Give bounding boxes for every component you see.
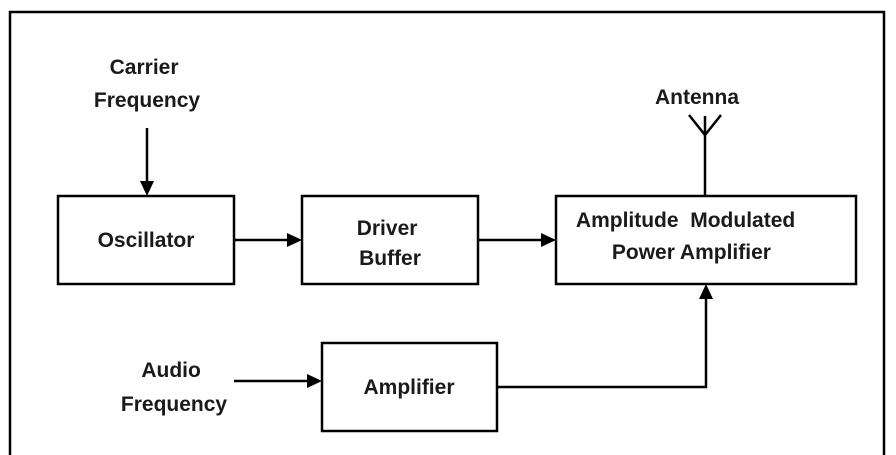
amplifier-label: Amplifier <box>363 376 454 399</box>
amplifier-block: Amplifier <box>320 341 499 433</box>
carrier-frequency-label: Carrier Frequency <box>94 56 201 112</box>
amplifier-to-am-power-amplifier-line <box>497 298 708 389</box>
am-power-amplifier-block: Amplitude Modulated Power Amplifier <box>554 194 858 286</box>
amplifier-to-am-power-amplifier-arrowhead <box>699 284 713 299</box>
antenna-left-prong <box>688 114 706 136</box>
am-power-amplifier-label-line-2: Power Amplifier <box>612 241 771 264</box>
carrier-frequency-label-line-1: Carrier <box>110 56 179 79</box>
carrier-to-oscillator-arrowhead <box>140 181 154 196</box>
driver-buffer-label-line-2: Buffer <box>359 247 421 270</box>
driver-buffer-label: Driver Buffer <box>357 217 424 270</box>
driver-to-am-power-amplifier-arrowhead <box>541 233 556 247</box>
am-power-amplifier-label: Amplitude Modulated Power Amplifier <box>576 209 836 264</box>
audio-frequency-label: Audio Frequency <box>121 359 228 416</box>
oscillator-to-driver-arrow <box>234 233 302 247</box>
am-power-amplifier-label-line-1: Amplitude Modulated <box>576 209 795 232</box>
oscillator-to-driver-arrowhead <box>287 233 302 247</box>
am-power-amplifier-box <box>554 194 858 286</box>
carrier-frequency-label-line-2: Frequency <box>94 89 201 112</box>
audio-to-amplifier-arrowhead <box>307 374 322 388</box>
driver-buffer-block: Driver Buffer <box>300 194 480 286</box>
antenna-label-line-1: Antenna <box>655 86 739 109</box>
audio-to-amplifier-arrow <box>234 374 322 388</box>
oscillator-block: Oscillator <box>56 194 236 286</box>
driver-buffer-box <box>300 194 480 286</box>
carrier-to-oscillator-arrow <box>140 128 154 196</box>
amplifier-to-am-power-amplifier-arrow <box>497 284 713 389</box>
audio-frequency-label-line-1: Audio <box>141 359 200 382</box>
oscillator-label: Oscillator <box>98 229 195 252</box>
driver-buffer-label-line-1: Driver <box>357 217 418 240</box>
oscillator-label-line-1: Oscillator <box>98 229 195 252</box>
oscillator-box <box>56 194 236 286</box>
driver-to-am-power-amplifier-arrow <box>478 233 556 247</box>
antenna-right-prong <box>704 114 722 136</box>
antenna-label: Antenna <box>655 86 739 109</box>
antenna-icon <box>688 114 722 196</box>
audio-frequency-label-line-2: Frequency <box>121 393 228 416</box>
amplifier-label-line-1: Amplifier <box>363 376 454 399</box>
